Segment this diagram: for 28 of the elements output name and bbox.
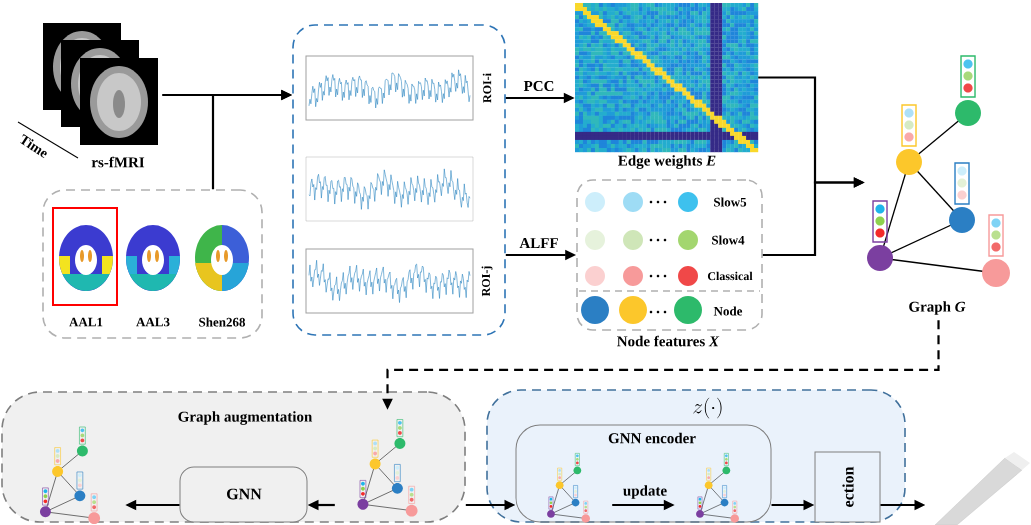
panel-title: Graph augmentation <box>178 411 313 425</box>
function-label: $z(\cdot)$ <box>693 397 722 419</box>
matrix-label: Edge weights E <box>618 155 716 169</box>
edge-label: update <box>623 485 667 499</box>
atlas-label: AAL1 <box>69 317 103 327</box>
panel-title: Node features X <box>617 335 720 347</box>
dashed-panel <box>292 24 506 336</box>
roi-label: ROI-i <box>482 73 492 103</box>
graph-label: Graph G <box>909 301 966 315</box>
dashed-panel <box>42 189 263 339</box>
atlas-label: AAL3 <box>136 317 170 327</box>
encoder-box: GNN <box>179 466 308 523</box>
panel-title: GNN encoder <box>608 432 696 444</box>
graph-drawing <box>547 453 590 523</box>
band-label: Classical <box>707 271 753 281</box>
graph-drawing <box>696 453 739 523</box>
edge-label: ALFF <box>519 238 558 248</box>
row-label: Node <box>713 306 743 316</box>
image-label: rs-fMRI <box>91 156 145 168</box>
signal-plot <box>305 156 474 222</box>
band-label: Slow4 <box>712 235 745 245</box>
roi-label: ROI-j <box>481 266 493 297</box>
projection-box: ection <box>814 451 881 523</box>
graph-drawing <box>39 426 101 524</box>
atlas-label: Shen268 <box>199 317 246 327</box>
edge-label: PCC <box>523 80 554 92</box>
graph-drawing <box>357 419 418 517</box>
band-label: Slow5 <box>714 197 747 207</box>
